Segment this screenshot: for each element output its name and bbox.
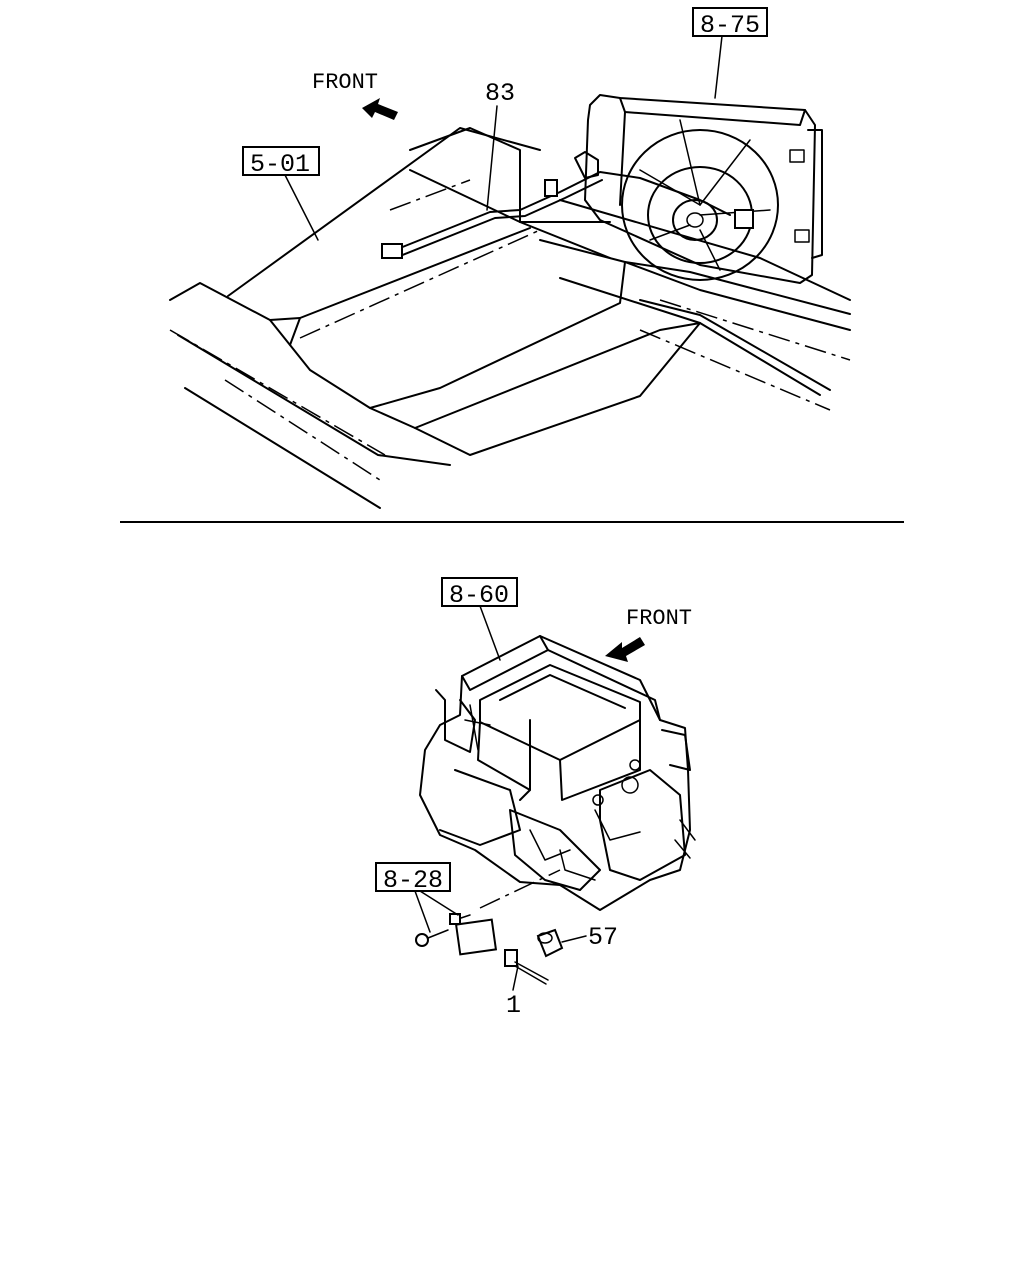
harness-connector xyxy=(381,243,403,259)
ref-frame-callout: 5-01 xyxy=(242,146,320,241)
front-label-top: FRONT xyxy=(312,70,378,95)
grommet-body xyxy=(536,928,564,958)
front-arrow-icon xyxy=(362,98,398,120)
sensor-assembly xyxy=(504,949,549,985)
ref-relay-label: 8-28 xyxy=(383,866,443,895)
part-83-label: 83 xyxy=(485,79,515,108)
relay-bolt xyxy=(415,933,429,947)
harness-clip xyxy=(544,179,558,197)
front-label-bottom: FRONT xyxy=(626,606,692,631)
ref-frame-label: 5-01 xyxy=(250,150,310,179)
front-arrow-top: FRONT xyxy=(312,70,398,120)
part-1-callout: 1 xyxy=(506,965,521,1020)
vehicle-frame xyxy=(169,127,851,509)
ref-fan-label: 8-75 xyxy=(700,11,760,40)
top-view: FRONT 8-75 5-01 83 xyxy=(169,7,851,509)
sensor-body xyxy=(504,949,518,967)
ref-relay-callout: 8-28 xyxy=(375,862,459,933)
bottom-view: FRONT 8-60 8-28 1 57 xyxy=(375,577,696,1020)
ref-unit-callout: 8-60 xyxy=(441,577,518,661)
relay-assembly xyxy=(415,869,561,956)
part-57-callout: 57 xyxy=(561,923,618,952)
front-arrow-bottom: FRONT xyxy=(605,606,692,662)
hvac-unit xyxy=(419,635,696,911)
fan-connector xyxy=(734,209,754,229)
grommet-assembly xyxy=(536,928,564,958)
condenser-fan-assembly xyxy=(584,94,823,284)
part-1-label: 1 xyxy=(506,991,521,1020)
front-arrow-icon xyxy=(605,637,645,662)
relay-block xyxy=(454,918,498,956)
wiring-harness xyxy=(381,151,731,259)
ref-unit-label: 8-60 xyxy=(449,581,509,610)
part-57-label: 57 xyxy=(588,923,618,952)
part-83-callout: 83 xyxy=(485,79,515,211)
relay-clip xyxy=(449,913,461,925)
ref-fan-callout: 8-75 xyxy=(692,7,768,99)
